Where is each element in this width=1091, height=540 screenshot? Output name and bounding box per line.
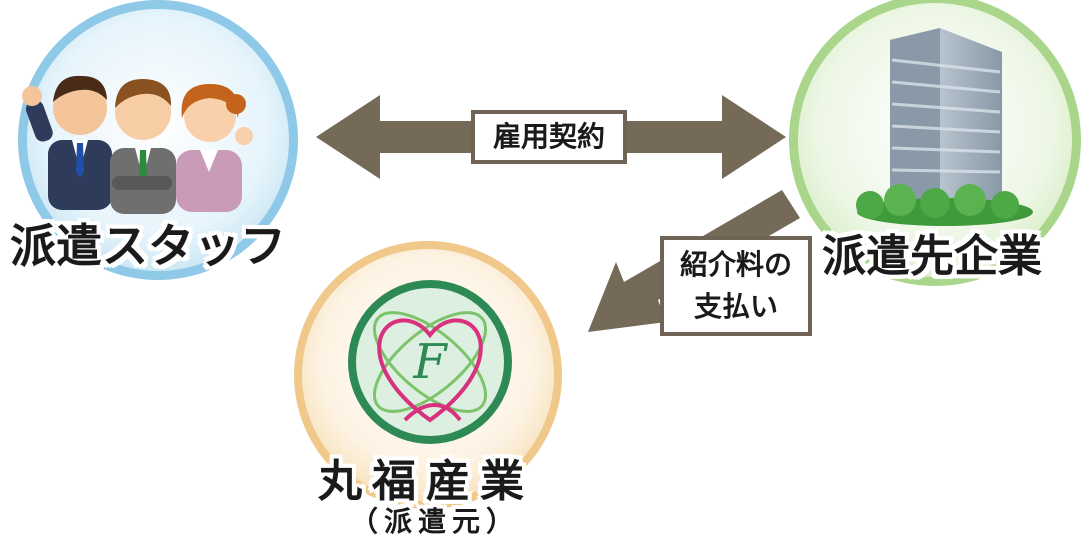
client-label: 派遣先企業 (822, 231, 1042, 282)
client-node (789, 0, 1081, 286)
fee-label-line2: 支払い (693, 290, 778, 323)
company-logo-icon: F (348, 280, 512, 444)
contract-edge-label: 雇用契約 (471, 110, 627, 164)
staff-people-icon (22, 75, 253, 214)
fee-edge-label: 紹介料の 支払い (660, 236, 812, 336)
staff-node (18, 0, 298, 280)
company-logo-letter: F (412, 334, 448, 390)
office-building-icon (856, 28, 1033, 226)
company-node: F (294, 241, 562, 509)
staff-label: 派遣スタッフ (10, 219, 286, 273)
company-label: 丸福産業 (318, 456, 534, 507)
company-sub-label: （派遣元） (350, 505, 521, 538)
fee-label-line1: 紹介料の (679, 248, 792, 281)
